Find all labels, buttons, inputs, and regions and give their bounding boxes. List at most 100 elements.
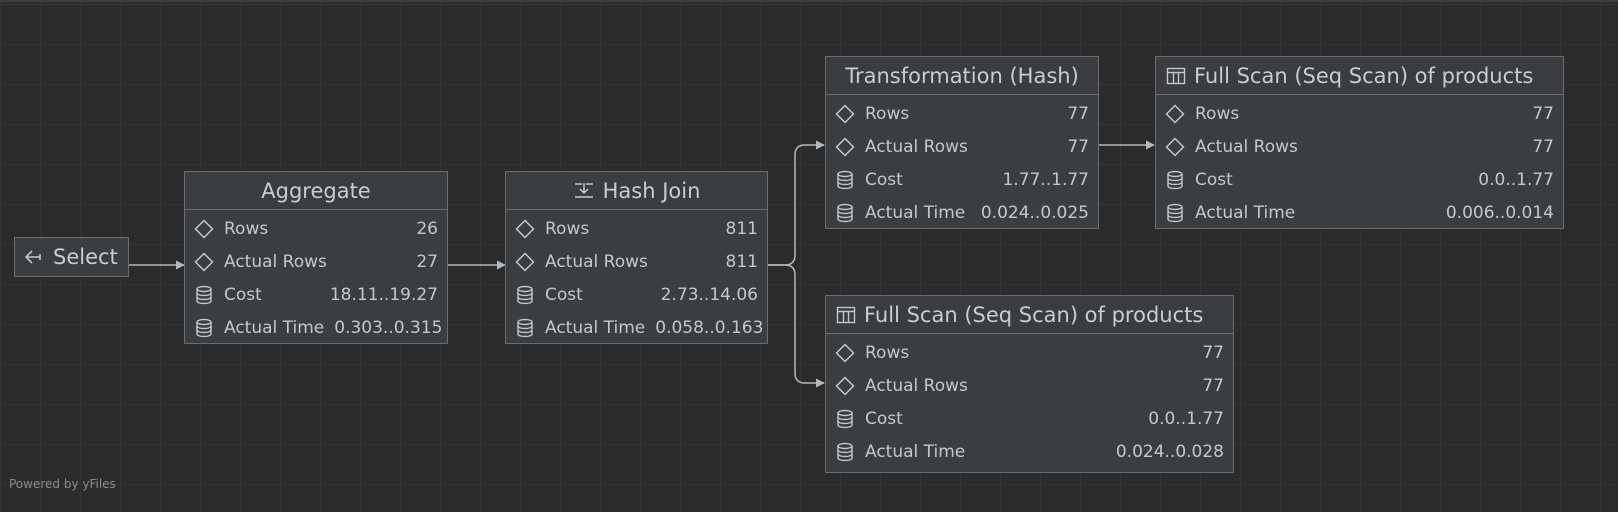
hash-join-icon — [573, 181, 595, 201]
transformation-hash-node[interactable]: Transformation (Hash) Rows 77 Actual Rows… — [825, 56, 1099, 229]
row-label: Rows — [865, 103, 910, 124]
row-label: Actual Time — [865, 202, 966, 223]
row-cost: Cost 2.73..14.06 — [506, 278, 767, 311]
row-label: Cost — [545, 284, 583, 305]
row-label: Actual Time — [224, 317, 325, 338]
row-label: Actual Time — [545, 317, 646, 338]
node-title: Full Scan (Seq Scan) of products — [864, 302, 1204, 327]
database-icon — [193, 317, 215, 339]
row-value: 0.006..0.014 — [1445, 202, 1554, 223]
row-value: 1.77..1.77 — [1002, 169, 1089, 190]
row-value: 18.11..19.27 — [329, 284, 438, 305]
table-icon — [836, 306, 856, 324]
row-value: 2.73..14.06 — [660, 284, 758, 305]
row-value: 77 — [1067, 103, 1089, 124]
row-label: Actual Rows — [865, 136, 968, 157]
row-actual-rows: Actual Rows 811 — [506, 245, 767, 278]
node-header: Full Scan (Seq Scan) of products — [1156, 57, 1563, 95]
row-label: Rows — [224, 218, 269, 239]
diamond-icon — [514, 251, 536, 273]
row-label: Rows — [545, 218, 590, 239]
row-label: Cost — [865, 408, 903, 429]
row-actual-rows: Actual Rows 77 — [826, 369, 1233, 402]
database-icon — [193, 284, 215, 306]
row-value: 77 — [1202, 375, 1224, 396]
row-value: 0.0..1.77 — [1148, 408, 1224, 429]
row-value: 811 — [725, 251, 758, 272]
row-cost: Cost 1.77..1.77 — [826, 163, 1098, 196]
row-label: Actual Rows — [224, 251, 327, 272]
row-actual-time: Actual Time 0.303..0.315 — [185, 311, 447, 344]
row-value: 0.303..0.315 — [334, 317, 443, 338]
row-actual-rows: Actual Rows 77 — [826, 130, 1098, 163]
node-title: Aggregate — [261, 178, 371, 203]
row-label: Cost — [224, 284, 262, 305]
diamond-icon — [1164, 103, 1186, 125]
node-header: Hash Join — [506, 172, 767, 210]
row-value: 0.024..0.025 — [980, 202, 1089, 223]
database-icon — [1164, 202, 1186, 224]
row-rows: Rows 811 — [506, 212, 767, 245]
row-value: 77 — [1532, 136, 1554, 157]
row-value: 26 — [416, 218, 438, 239]
diamond-icon — [834, 342, 856, 364]
arrow-left-icon — [23, 247, 43, 267]
row-value: 77 — [1532, 103, 1554, 124]
row-value: 811 — [725, 218, 758, 239]
row-label: Actual Time — [1195, 202, 1296, 223]
database-icon — [834, 441, 856, 463]
diamond-icon — [834, 103, 856, 125]
database-icon — [834, 169, 856, 191]
select-node[interactable]: Select — [14, 237, 129, 277]
diamond-icon — [834, 136, 856, 158]
diamond-icon — [193, 251, 215, 273]
row-label: Actual Rows — [865, 375, 968, 396]
diamond-icon — [834, 375, 856, 397]
row-rows: Rows 77 — [826, 97, 1098, 130]
row-value: 0.024..0.028 — [1115, 441, 1224, 462]
row-actual-time: Actual Time 0.006..0.014 — [1156, 196, 1563, 229]
node-header: Full Scan (Seq Scan) of products — [826, 296, 1233, 334]
top-border — [0, 0, 1618, 2]
node-header: Aggregate — [185, 172, 447, 210]
row-label: Rows — [865, 342, 910, 363]
database-icon — [514, 284, 536, 306]
edge-hashjoin-transformation — [768, 140, 825, 266]
hash-join-node[interactable]: Hash Join Rows 811 Actual Rows 811 Cost 2.7… — [505, 171, 768, 344]
diamond-icon — [1164, 136, 1186, 158]
diamond-icon — [193, 218, 215, 240]
row-label: Rows — [1195, 103, 1240, 124]
row-rows: Rows 26 — [185, 212, 447, 245]
row-cost: Cost 0.0..1.77 — [826, 402, 1233, 435]
row-value: 77 — [1202, 342, 1224, 363]
row-actual-rows: Actual Rows 27 — [185, 245, 447, 278]
aggregate-node[interactable]: Aggregate Rows 26 Actual Rows 27 Cost 18.11… — [184, 171, 448, 344]
row-value: 0.0..1.77 — [1478, 169, 1554, 190]
database-icon — [1164, 169, 1186, 191]
row-label: Actual Rows — [545, 251, 648, 272]
database-icon — [514, 317, 536, 339]
database-icon — [834, 202, 856, 224]
node-title: Transformation (Hash) — [845, 63, 1079, 88]
row-label: Cost — [865, 169, 903, 190]
row-value: 77 — [1067, 136, 1089, 157]
row-cost: Cost 0.0..1.77 — [1156, 163, 1563, 196]
powered-by-label: Powered by yFiles — [9, 477, 116, 491]
edge-hashjoin-fullscan-bottom — [768, 264, 825, 388]
row-rows: Rows 77 — [1156, 97, 1563, 130]
row-label: Cost — [1195, 169, 1233, 190]
row-actual-time: Actual Time 0.024..0.025 — [826, 196, 1098, 229]
database-icon — [834, 408, 856, 430]
row-cost: Cost 18.11..19.27 — [185, 278, 447, 311]
row-rows: Rows 77 — [826, 336, 1233, 369]
row-value: 27 — [416, 251, 438, 272]
node-title: Full Scan (Seq Scan) of products — [1194, 63, 1534, 88]
select-label: Select — [53, 245, 118, 269]
node-header: Transformation (Hash) — [826, 57, 1098, 95]
node-title: Hash Join — [602, 178, 701, 203]
